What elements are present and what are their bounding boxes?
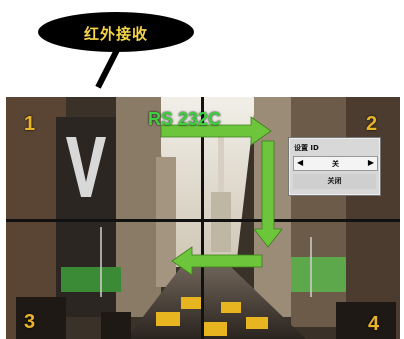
arrow-left: [171, 246, 263, 276]
prev-arrow-icon[interactable]: ◀: [297, 158, 304, 167]
id-selector[interactable]: ◀ 关 ▶: [293, 156, 378, 171]
tile-divider-horizontal: [6, 219, 400, 222]
osd-title: 设置 ID: [294, 144, 319, 152]
close-button[interactable]: 关闭: [293, 174, 376, 189]
arrow-right: [160, 116, 272, 146]
next-arrow-icon[interactable]: ▶: [367, 158, 374, 167]
tile-number-1: 1: [24, 113, 36, 135]
tile-number-2: 2: [366, 113, 378, 135]
tile-number-4: 4: [368, 313, 380, 335]
city-street-image: [6, 97, 400, 339]
callout-pointer: [95, 46, 121, 89]
tile-divider-vertical: [201, 97, 204, 339]
set-id-osd-panel: 设置 ID ◀ 关 ▶ 关闭: [288, 137, 381, 196]
arrow-down: [253, 140, 283, 248]
signal-path: [160, 116, 283, 276]
id-value: 关: [332, 160, 339, 168]
video-wall: [6, 97, 400, 339]
rs232c-label: RS 232C: [148, 109, 222, 129]
ir-receiver-callout: 红外接收: [38, 12, 194, 52]
ir-receiver-label: 红外接收: [83, 25, 148, 43]
tile-number-3: 3: [24, 311, 36, 333]
